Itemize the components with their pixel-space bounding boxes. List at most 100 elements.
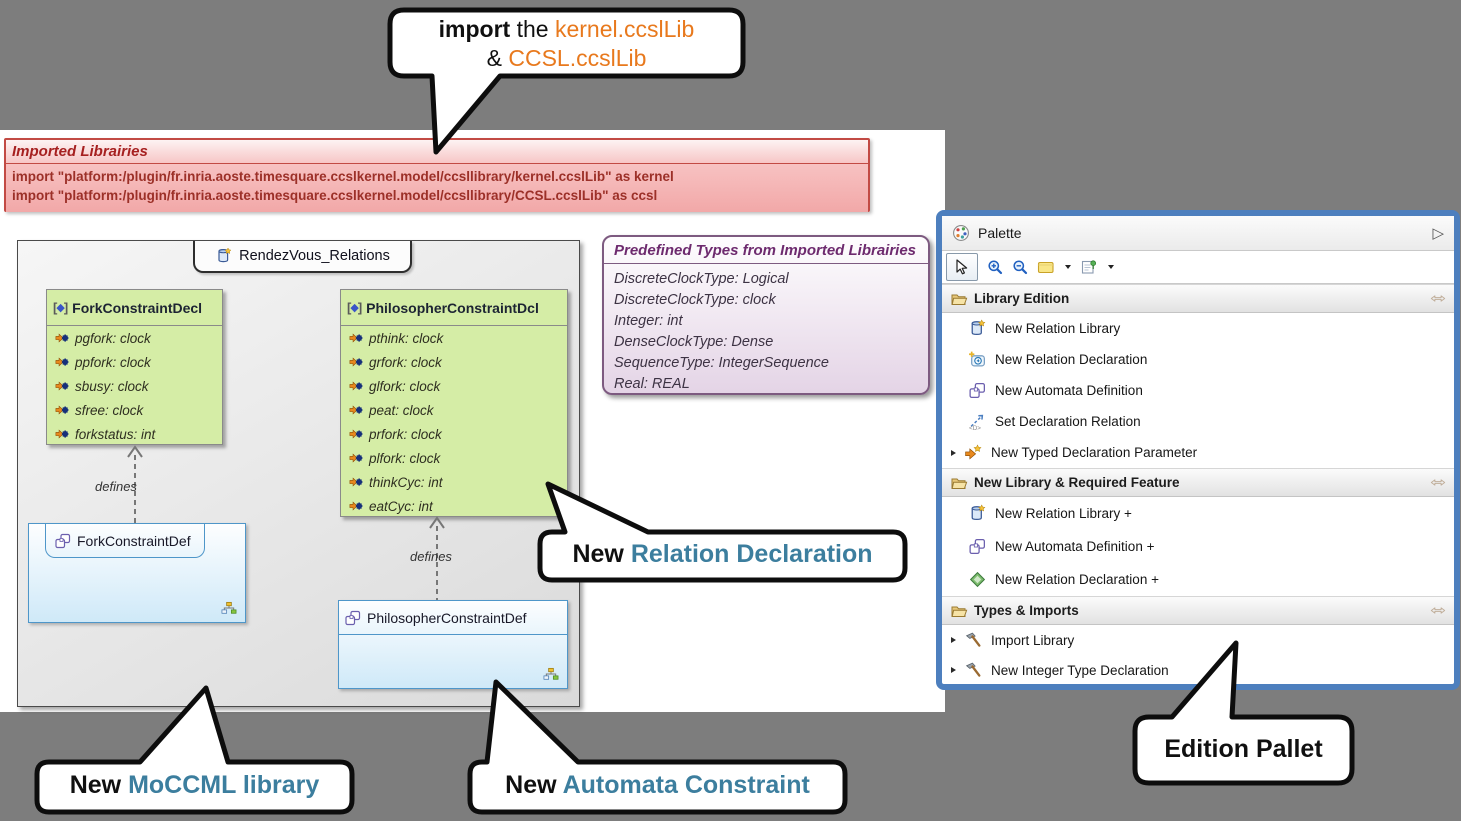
philosopher-constraint-decl-box[interactable]: [◆] PhilosopherConstraintDcl pthink: clo… <box>340 289 568 517</box>
pin-drawer-icon[interactable] <box>1430 477 1446 488</box>
palette-toolbar <box>942 251 1454 284</box>
attribute-label: pgfork: clock <box>75 330 151 346</box>
palette-panel: Palette ▷ Library Edition New Relation L… <box>936 210 1460 690</box>
palette-item-set-declaration-relation[interactable]: Set Declaration Relation <box>942 406 1454 437</box>
palette-header[interactable]: Palette ▷ <box>942 216 1454 251</box>
import-library-icon <box>964 631 983 650</box>
attribute-icon <box>55 379 69 393</box>
relation-library-icon <box>215 247 233 265</box>
attribute-icon <box>349 403 363 417</box>
drawer-library-edition[interactable]: Library Edition <box>942 284 1454 313</box>
attribute-row[interactable]: thinkCyc: int <box>341 470 567 494</box>
palette-item-new-relation-library-plus[interactable]: New Relation Library + <box>942 497 1454 530</box>
attribute-row[interactable]: sfree: clock <box>47 398 222 422</box>
subtree-icon <box>543 666 559 682</box>
attribute-icon <box>349 451 363 465</box>
attribute-row[interactable]: prfork: clock <box>341 422 567 446</box>
type-entry: DiscreteClockType: Logical <box>614 271 789 287</box>
defines-label: defines <box>410 549 452 564</box>
attribute-row[interactable]: forkstatus: int <box>47 422 222 446</box>
palette-item-import-library[interactable]: Import Library <box>942 625 1454 655</box>
attribute-row[interactable]: sbusy: clock <box>47 374 222 398</box>
palette-item-label: New Typed Declaration Parameter <box>991 445 1198 460</box>
def-name-header[interactable]: PhilosopherConstraintDef <box>339 601 567 635</box>
attribute-label: glfork: clock <box>369 378 441 394</box>
attribute-row[interactable]: ppfork: clock <box>47 350 222 374</box>
palette-item-label: New Relation Library <box>995 321 1121 336</box>
palette-item-new-automata-definition[interactable]: New Automata Definition <box>942 375 1454 406</box>
attribute-label: forkstatus: int <box>75 426 156 442</box>
attribute-label: pthink: clock <box>369 330 444 346</box>
philosopher-constraint-def-box[interactable]: PhilosopherConstraintDef <box>338 600 568 689</box>
attribute-label: plfork: clock <box>369 450 441 466</box>
note-tool-icon[interactable] <box>1037 258 1055 276</box>
palette-item-label: New Relation Declaration + <box>995 572 1159 587</box>
type-entry: Real: REAL <box>614 376 690 392</box>
attribute-icon <box>55 331 69 345</box>
attribute-icon <box>55 403 69 417</box>
drawer-new-library-required-feature[interactable]: New Library & Required Feature <box>942 468 1454 497</box>
zoom-in-icon[interactable] <box>987 259 1003 275</box>
select-tool-icon <box>954 259 970 275</box>
typed-declaration-parameter-icon <box>964 443 983 462</box>
open-folder-icon <box>950 290 968 308</box>
pin-drawer-icon[interactable] <box>1430 605 1446 616</box>
fork-constraint-decl-box[interactable]: [◆] ForkConstraintDecl pgfork: clock ppf… <box>46 289 223 445</box>
automata-definition-icon <box>968 537 987 556</box>
drawer-types-imports[interactable]: Types & Imports <box>942 596 1454 625</box>
pin-note-tool-icon[interactable] <box>1080 258 1098 276</box>
expander-icon[interactable] <box>951 449 956 456</box>
palette-item-label: New Automata Definition + <box>995 539 1155 554</box>
fork-constraint-def-box[interactable]: ForkConstraintDef <box>28 523 246 623</box>
collapse-arrow-icon[interactable]: ▷ <box>1432 225 1444 242</box>
expander-icon[interactable] <box>951 637 956 643</box>
imported-libraries-note[interactable]: Imported Librairies import "platform:/pl… <box>4 138 870 212</box>
zoom-out-icon[interactable] <box>1012 259 1028 275</box>
attribute-row[interactable]: glfork: clock <box>341 374 567 398</box>
type-entry: DenseClockType: Dense <box>614 334 774 350</box>
drawer-label: Library Edition <box>974 291 1070 306</box>
dropdown-caret-icon[interactable] <box>1108 265 1114 269</box>
palette-item-new-automata-definition-plus[interactable]: New Automata Definition + <box>942 530 1454 563</box>
predefined-types-note[interactable]: Predefined Types from Imported Librairie… <box>602 235 930 395</box>
set-declaration-relation-icon <box>968 412 987 431</box>
relation-declaration-plus-icon <box>968 570 987 589</box>
expander-icon[interactable] <box>951 667 956 673</box>
select-tool-button[interactable] <box>946 253 978 281</box>
attribute-icon <box>349 499 363 513</box>
open-folder-icon <box>950 602 968 620</box>
attribute-icon <box>55 427 69 441</box>
attribute-row[interactable]: eatCyc: int <box>341 494 567 518</box>
def-name-tab[interactable]: ForkConstraintDef <box>45 524 205 558</box>
subtree-icon <box>221 600 237 616</box>
palette-icon <box>952 224 970 242</box>
palette-item-label: Import Library <box>991 632 1075 648</box>
callout-relation-declaration-text: New Relation Declaration <box>572 540 873 568</box>
attribute-icon <box>349 379 363 393</box>
dropdown-caret-icon[interactable] <box>1065 265 1071 269</box>
palette-item-new-typed-declaration-parameter[interactable]: New Typed Declaration Parameter <box>942 437 1454 468</box>
attribute-icon <box>349 427 363 441</box>
attribute-row[interactable]: grfork: clock <box>341 350 567 374</box>
attribute-row[interactable]: plfork: clock <box>341 446 567 470</box>
palette-item-new-relation-library[interactable]: New Relation Library <box>942 313 1454 344</box>
attribute-row[interactable]: pthink: clock <box>341 326 567 350</box>
type-entry: SequenceType: IntegerSequence <box>614 355 829 371</box>
package-name: RendezVous_Relations <box>239 248 390 264</box>
callout-moccml-text: New MoCCML library <box>69 771 320 799</box>
palette-item-label: Set Declaration Relation <box>995 414 1141 429</box>
package-name-tab[interactable]: RendezVous_Relations <box>193 241 412 273</box>
attribute-row[interactable]: peat: clock <box>341 398 567 422</box>
attribute-icon <box>55 355 69 369</box>
decl-title: ForkConstraintDecl <box>72 299 203 316</box>
palette-item-new-relation-declaration-plus[interactable]: New Relation Declaration + <box>942 563 1454 596</box>
defines-label: defines <box>95 479 137 494</box>
def-title: PhilosopherConstraintDef <box>367 609 527 626</box>
pin-drawer-icon[interactable] <box>1430 293 1446 304</box>
attribute-row[interactable]: pgfork: clock <box>47 326 222 350</box>
palette-item-new-relation-declaration[interactable]: New Relation Declaration <box>942 344 1454 375</box>
import-statement: import "platform:/plugin/fr.inria.aoste.… <box>12 169 674 184</box>
palette-item-new-integer-type-declaration[interactable]: New Integer Type Declaration <box>942 655 1454 685</box>
callout-import-text: import the kernel.ccslLib & CCSL.ccslLib <box>438 16 695 71</box>
